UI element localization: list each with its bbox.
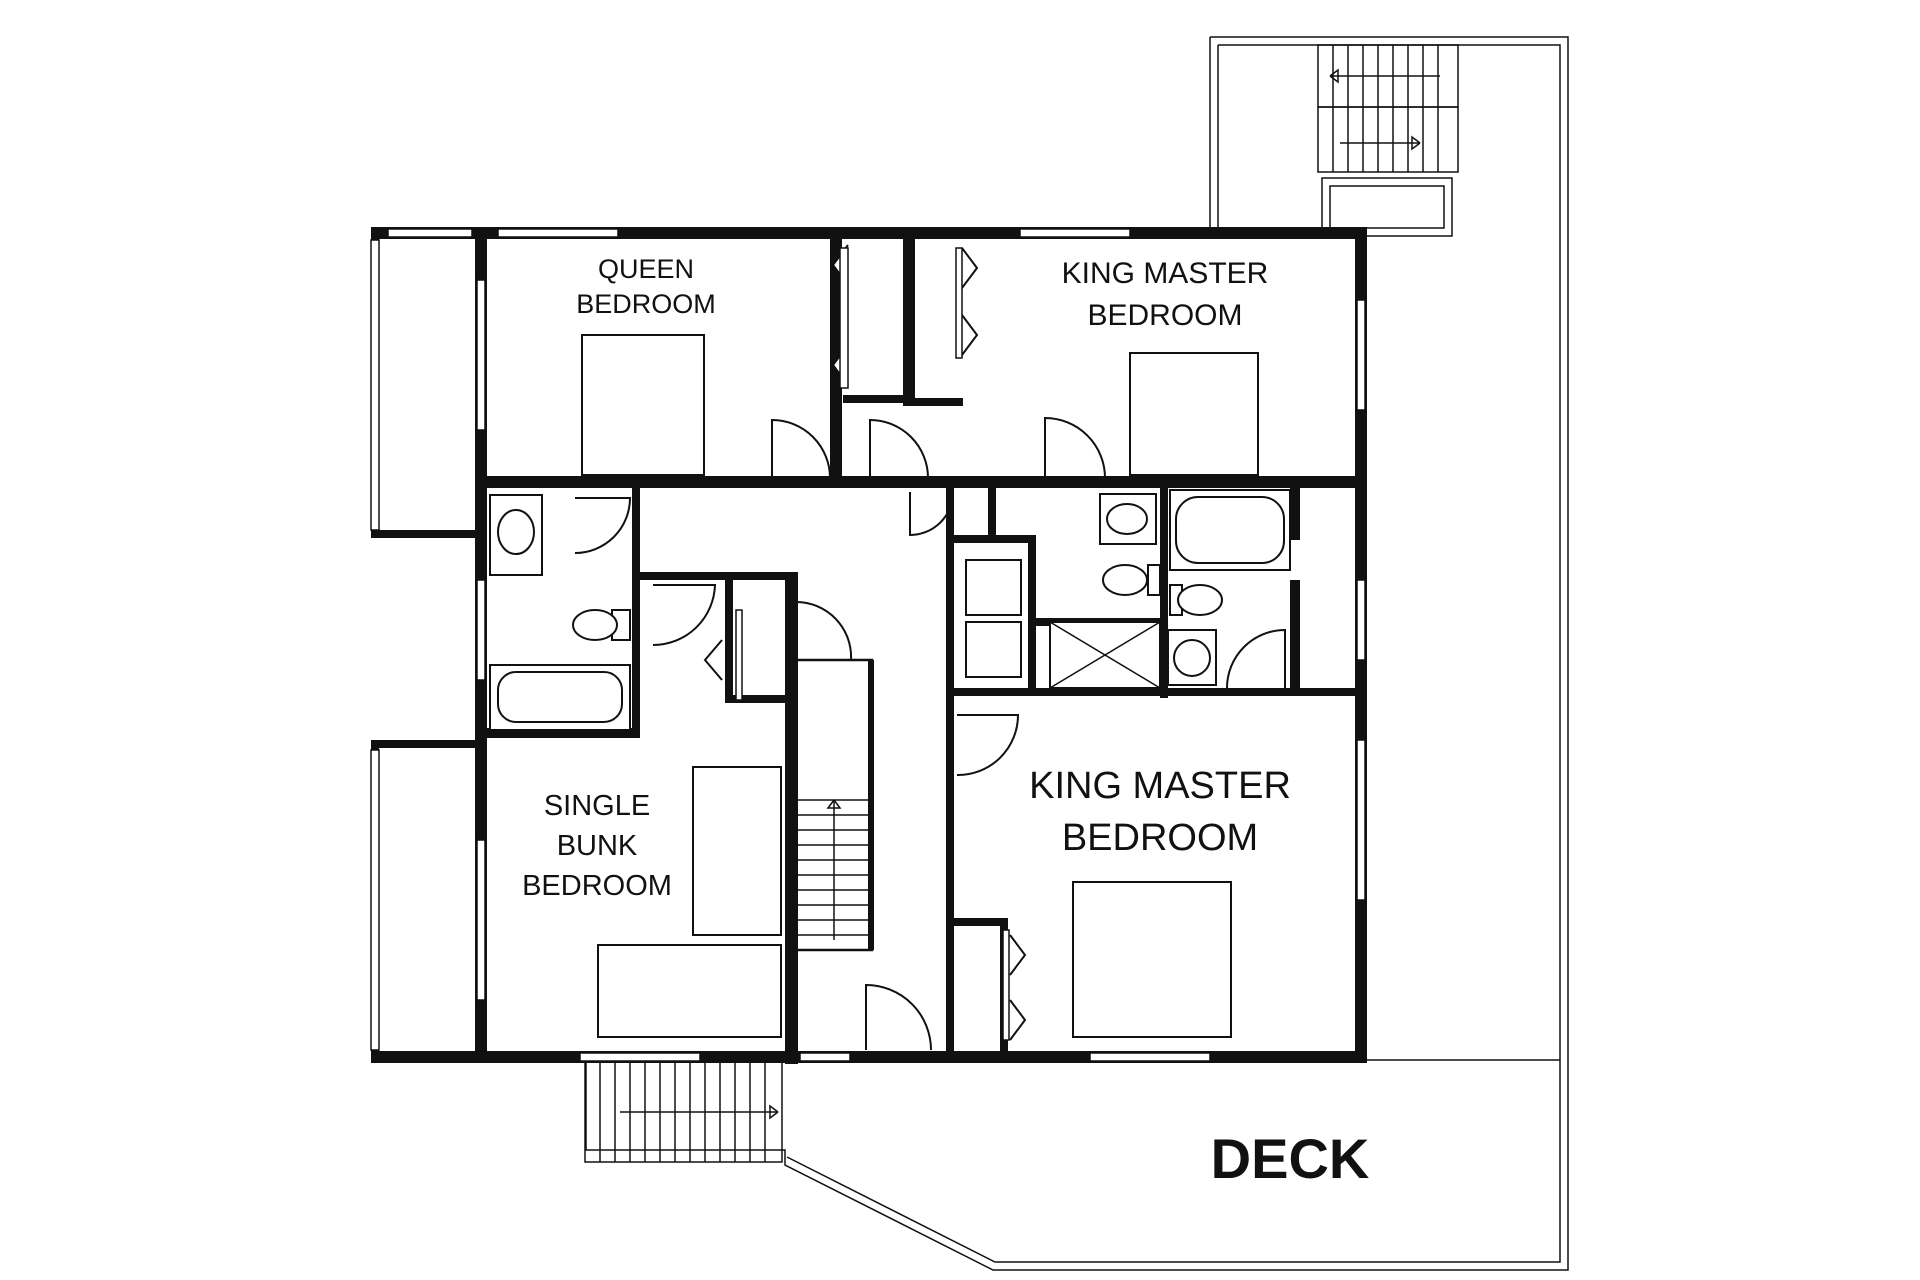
label-king-lower-line2: BEDROOM: [1062, 817, 1258, 859]
label-king-lower-line1: KING MASTER: [1029, 765, 1291, 807]
sink-left: [489, 494, 543, 576]
interior-walls: [475, 227, 1367, 1064]
sink-right-a: [1099, 493, 1157, 545]
shower: [1049, 621, 1161, 689]
label-bunk-line2: BUNK: [557, 830, 638, 862]
sink-right-b: [1167, 629, 1217, 686]
deck-stairs-lower: [584, 1061, 783, 1163]
label-bunk-line3: BEDROOM: [522, 870, 672, 902]
windows: [370, 228, 1366, 1062]
interior-stairs: [794, 658, 874, 952]
bathtub-right: [1169, 489, 1291, 571]
label-queen-line2: BEDROOM: [576, 289, 716, 319]
toilet-right-b: [1169, 584, 1223, 616]
label-king-upper-line2: BEDROOM: [1087, 299, 1242, 332]
bunk-bed-upper: [692, 766, 782, 936]
toilet-right-a: [1102, 564, 1161, 596]
label-deck: DECK: [1211, 1127, 1370, 1190]
bed-queen: [581, 334, 705, 476]
doors: [574, 244, 1286, 1051]
deck-stairs-upper: [1317, 44, 1459, 173]
label-king-upper-line1: KING MASTER: [1062, 257, 1269, 290]
vanity-cabinets: [965, 559, 1022, 678]
toilet-left: [572, 609, 631, 641]
bunk-bed-lower: [597, 944, 782, 1038]
bed-king-lower: [1072, 881, 1232, 1038]
bathtub-left: [489, 664, 631, 731]
label-bunk-line1: SINGLE: [544, 790, 650, 822]
bed-king-upper: [1129, 352, 1259, 476]
label-queen-line1: QUEEN: [598, 254, 694, 284]
